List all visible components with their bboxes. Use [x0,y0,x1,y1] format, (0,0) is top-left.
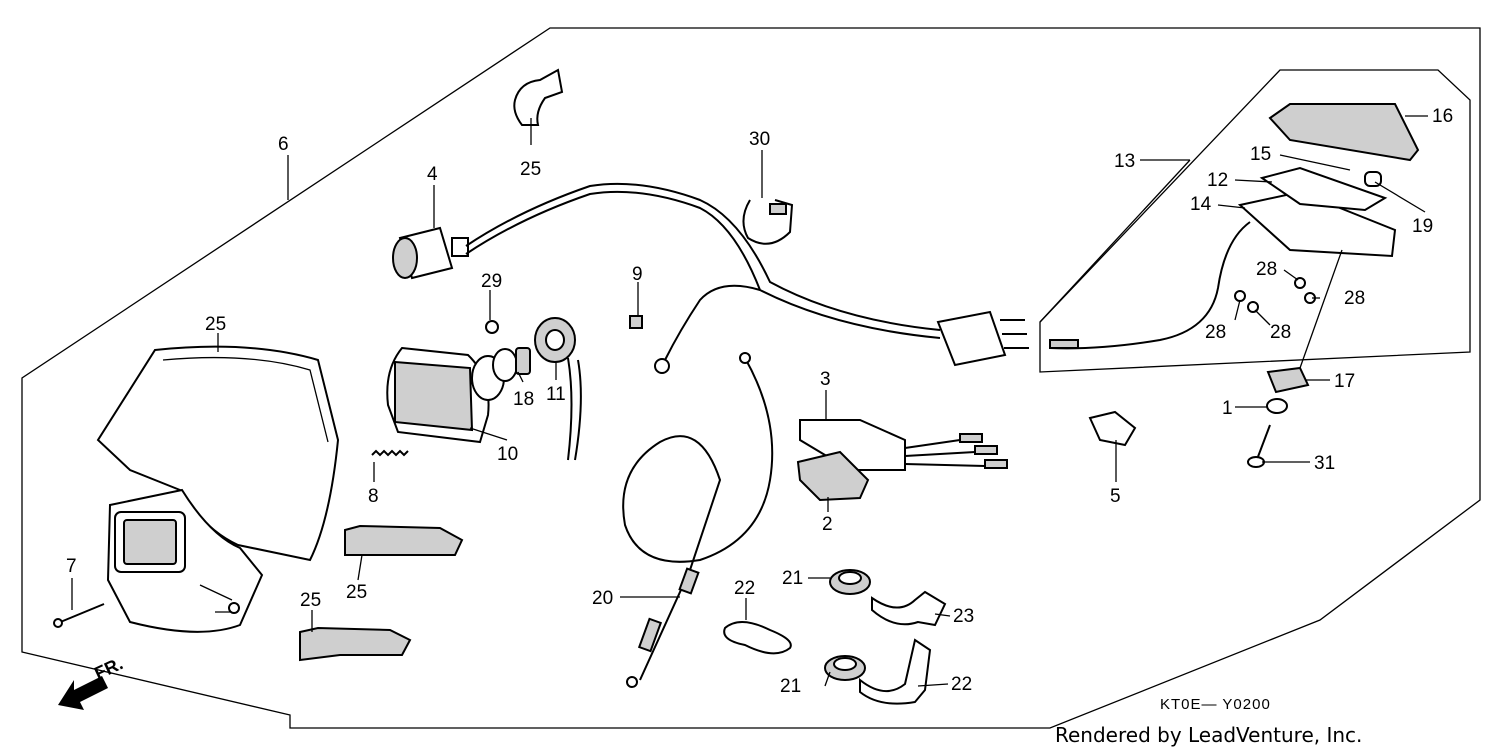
taillight-illustration [1049,103,1420,350]
callout-28a: 28 [1256,259,1277,280]
callout-24: 23 [953,606,974,627]
callout-15: 15 [1250,144,1271,165]
callout-2: 2 [822,514,833,535]
callout-21a: 21 [782,568,803,589]
socket-11-illustration [534,317,582,461]
callout-18: 18 [513,389,534,410]
grommet-21b-illustration [824,655,866,681]
band-23-illustration [723,621,792,655]
cable-20-illustration [622,352,774,688]
callout-13: 13 [1114,151,1135,172]
band-30-illustration [742,199,794,245]
unit-3-illustration [799,419,1008,471]
callout-19: 19 [1412,216,1433,237]
callout-17: 17 [1334,371,1355,392]
callout-10: 10 [497,444,518,465]
assembly-boundary-outline [21,27,1481,729]
callout-1: 1 [1222,398,1233,419]
callout-8: 8 [368,486,379,507]
bolt-7-illustration [53,603,105,628]
callout-28d: 28 [1270,322,1291,343]
clip-5-illustration [1088,410,1137,447]
callout-23: 22 [734,578,755,599]
callout-21b: 21 [780,676,801,697]
bulb-18-illustration [492,347,531,382]
render-credit: Rendered by LeadVenture, Inc. [1055,723,1362,747]
callout-31: 31 [1314,453,1335,474]
callout-12: 12 [1207,170,1228,191]
callout-6: 6 [278,134,289,155]
callout-5: 5 [1110,486,1121,507]
callout-7: 7 [66,556,77,577]
headlight-unit-illustration [386,346,505,444]
bracket-25a-illustration [344,524,464,556]
callout-30: 30 [749,129,770,150]
leader-lines [71,115,1428,687]
callout-25b: 25 [300,590,321,611]
screw-28c-illustration [1247,301,1259,313]
callout-26: 25 [205,314,226,335]
collar-1-illustration [1266,398,1288,414]
callout-29: 29 [481,271,502,292]
bolt-31-illustration [1247,424,1271,468]
callout-4: 4 [427,164,438,185]
screw-29-illustration [485,320,499,334]
grommet-9-illustration [629,315,643,329]
callout-3: 3 [820,369,831,390]
bracket-25b-illustration [299,626,412,662]
wire-harness-illustration [392,182,1029,374]
callout-27: 25 [520,159,541,180]
spring-8-illustration [371,449,409,457]
callout-28b: 28 [1344,288,1365,309]
callout-22: 22 [951,674,972,695]
clamp-22-illustration [859,638,932,705]
callout-20: 20 [592,588,613,609]
rubber-17-illustration [1266,366,1310,394]
screw-28b-illustration [1234,290,1246,302]
callout-labels: 6 4 25 30 29 9 25 18 11 10 8 7 3 2 5 25 … [66,106,1453,697]
front-direction-marker: FR. [58,653,126,710]
callout-25a: 25 [346,582,367,603]
callout-11: 11 [546,384,566,405]
taillight-subassembly-outline [1039,69,1471,373]
callout-28c: 28 [1205,322,1226,343]
callout-14: 14 [1190,194,1212,215]
grommet-21a-illustration [829,569,871,595]
clamp-24-illustration [871,590,947,627]
clip-27-illustration [513,68,564,126]
bracket-2-illustration [796,450,870,502]
diagram-code: KT0E— Y0200 [1160,696,1271,713]
front-arrow-icon [58,676,108,710]
callout-9: 9 [632,264,643,285]
headlight-cowl-illustration [96,345,340,633]
screw-28a-illustration [1294,277,1306,289]
callout-16: 16 [1432,106,1453,127]
